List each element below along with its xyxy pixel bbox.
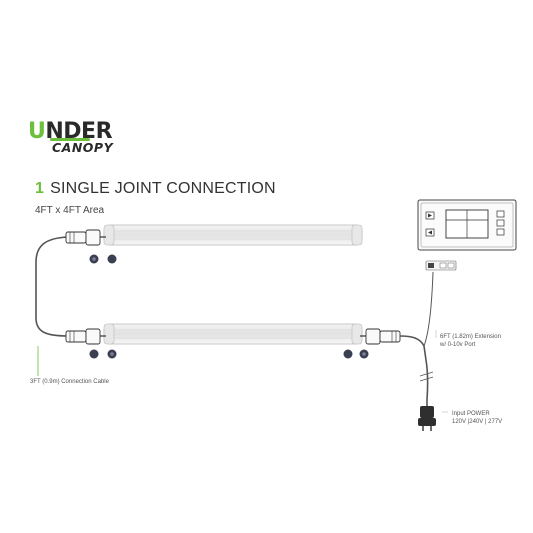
power-label-line2: 120V |240V | 277V	[452, 419, 503, 425]
logo-canopy: CANOPY	[52, 140, 114, 155]
logo-letter-u: U	[28, 119, 46, 144]
control-cable	[423, 271, 434, 347]
extension-cable	[399, 335, 429, 418]
diagram-title: 1 SINGLE JOINT CONNECTION	[35, 180, 276, 198]
area-subtitle: 4FT x 4FT Area	[35, 205, 105, 216]
power-label-line1: Input POWER	[452, 411, 490, 417]
rj-jack-icon	[425, 260, 457, 271]
connection-cable	[35, 236, 69, 337]
connection-cable-label: 3FT (0.9m) Connection Cable	[30, 379, 109, 385]
connector-icon	[65, 328, 106, 345]
male-marker-icon	[89, 349, 99, 359]
logo-text: NDER	[45, 119, 113, 144]
led-bar-bottom	[103, 323, 363, 345]
brand-logo: UNDER	[28, 119, 113, 144]
male-marker-icon	[107, 254, 117, 264]
male-marker-icon	[343, 349, 353, 359]
power-label: Input POWER 120V |240V | 277V	[452, 410, 502, 426]
led-bar-top	[103, 224, 363, 246]
controller-icon	[417, 199, 517, 251]
connector-icon	[360, 328, 401, 345]
extension-label: 6FT (1.82m) Extension w/ 0-10v Port	[440, 333, 501, 349]
plug-icon	[418, 406, 436, 431]
connector-icon	[65, 229, 106, 246]
title-number: 1	[35, 180, 45, 197]
extension-label-line2: w/ 0-10v Port	[440, 342, 476, 348]
extension-label-line1: 6FT (1.82m) Extension	[440, 334, 501, 340]
title-text: SINGLE JOINT CONNECTION	[50, 180, 276, 197]
logo-swoosh	[50, 138, 90, 141]
